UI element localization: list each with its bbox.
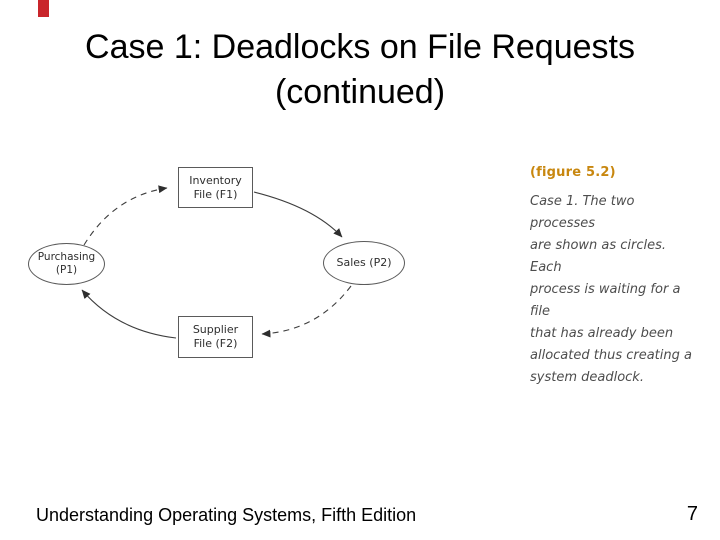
- node-supplier-file-label-line2: File (F2): [193, 337, 238, 350]
- node-inventory-file: Inventory File (F1): [178, 167, 253, 208]
- edge-request-sales-to-supplier: [261, 285, 352, 338]
- edge-allocation-inventory-to-sales: [253, 191, 343, 238]
- figure-caption-line: system deadlock.: [530, 370, 644, 385]
- node-purchasing-label-line1: Purchasing: [37, 251, 96, 263]
- node-sales-label: Sales (P2): [336, 256, 392, 269]
- node-purchasing: Purchasing (P1): [28, 243, 105, 285]
- node-purchasing-label-line2: (P1): [55, 264, 78, 276]
- slide-title: Case 1: Deadlocks on File Requests (cont…: [4, 25, 716, 115]
- node-supplier-file-label-line1: Supplier: [192, 323, 239, 336]
- slide-title-line2: (continued): [274, 73, 446, 111]
- node-supplier-file: Supplier File (F2): [178, 316, 253, 358]
- node-inventory-file-label-line1: Inventory: [189, 173, 242, 187]
- red-accent-marker: [38, 0, 49, 17]
- figure-caption-line: are shown as circles. Each: [530, 238, 667, 275]
- slide-title-line1: Case 1: Deadlocks on File Requests: [85, 28, 635, 66]
- figure-panel: (figure 5.2) Case 1. The two processes a…: [530, 165, 692, 389]
- figure-caption-line: allocated thus creating a: [530, 348, 692, 363]
- edge-request-purchasing-to-inventory: [83, 185, 168, 246]
- node-inventory-file-label-line2: File (F1): [193, 187, 238, 201]
- deadlock-diagram: Inventory File (F1) Purchasing (P1) Sale…: [0, 0, 430, 400]
- figure-caption: Case 1. The two processes are shown as c…: [530, 191, 692, 389]
- figure-caption-line: process is waiting for a file: [530, 282, 681, 319]
- node-sales: Sales (P2): [323, 241, 405, 285]
- figure-caption-line: Case 1. The two processes: [530, 194, 635, 231]
- deadlock-cycle-arrows: [81, 185, 352, 339]
- page-number: 7: [686, 503, 698, 525]
- edge-allocation-supplier-to-purchasing: [81, 289, 177, 339]
- footer-book-title: Understanding Operating Systems, Fifth E…: [36, 505, 417, 525]
- figure-caption-line: that has already been: [530, 326, 674, 341]
- figure-label: (figure 5.2): [530, 165, 616, 180]
